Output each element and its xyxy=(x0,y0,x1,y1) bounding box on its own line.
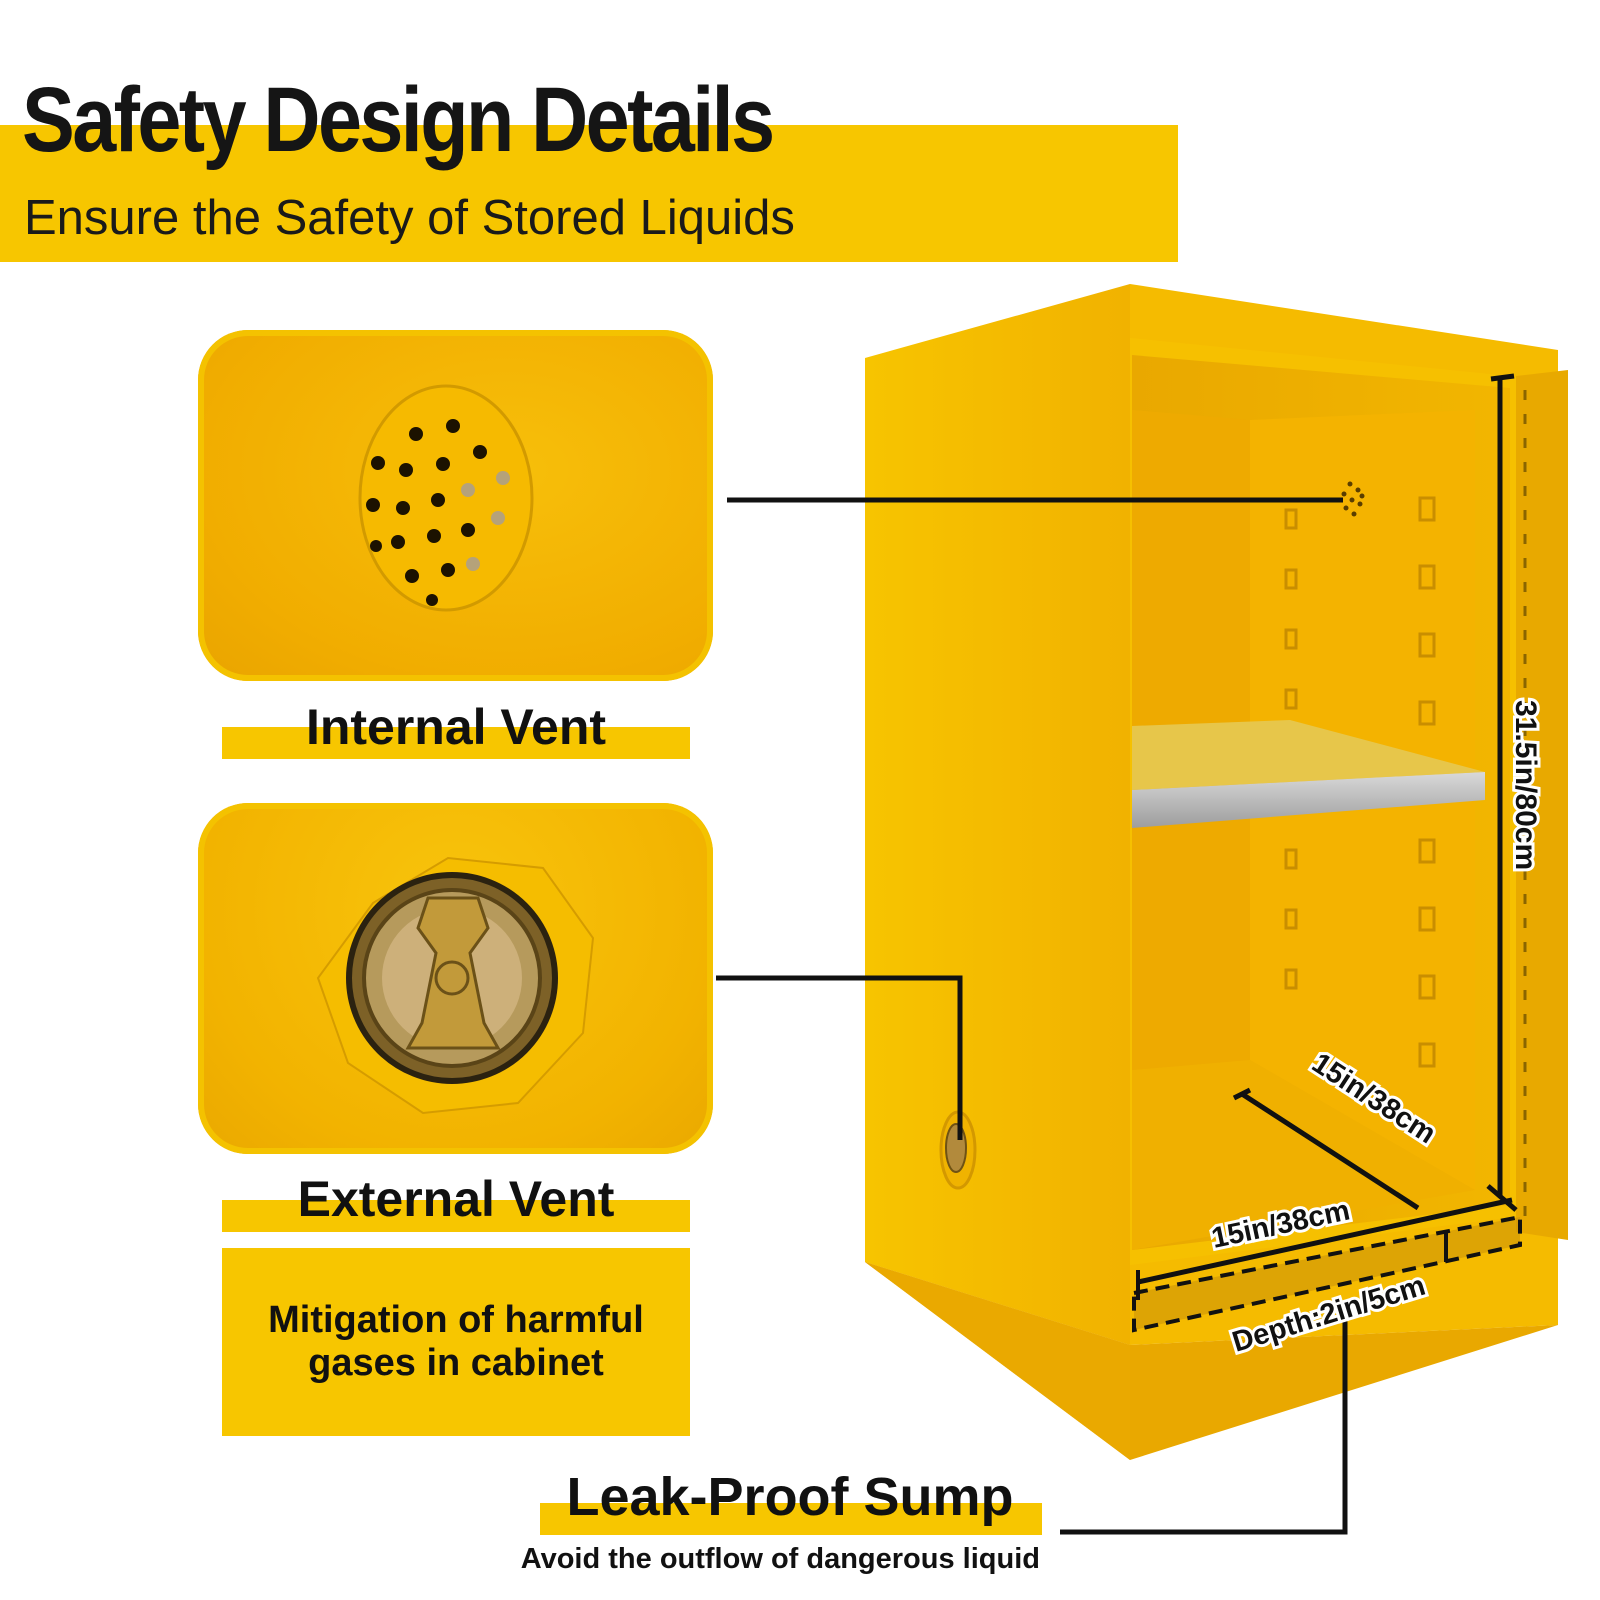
external-vent-label-band xyxy=(222,1200,690,1232)
internal-vent-small xyxy=(1341,481,1365,517)
external-vent-label: External Vent xyxy=(297,1171,615,1227)
external-vent-small xyxy=(939,1110,977,1190)
sump-description: Avoid the outflow of dangerous liquid xyxy=(520,1543,1040,1575)
perforated-vent-icon xyxy=(358,384,534,612)
header-band xyxy=(0,125,1178,262)
sump-outline xyxy=(1132,1214,1522,1333)
cabinet-door-edge xyxy=(1516,370,1568,1240)
internal-vent-label: Internal Vent xyxy=(305,699,607,755)
sump-label-band xyxy=(540,1503,1042,1535)
shelf-clips xyxy=(1284,496,1436,1068)
mitigation-box: Mitigation of harmful gases in cabinet xyxy=(222,1248,690,1436)
cabinet-shelf xyxy=(1132,720,1485,828)
bung-vent-icon xyxy=(316,856,595,1115)
internal-vent-label-band xyxy=(222,727,690,759)
callout-lines xyxy=(716,497,1348,1535)
internal-vent-card xyxy=(198,330,713,681)
dim-height-label: 31.5in/80cm xyxy=(1509,700,1542,870)
sump-title: Leak-Proof Sump xyxy=(566,1467,1014,1527)
page-subtitle: Ensure the Safety of Stored Liquids xyxy=(24,191,795,245)
external-vent-card xyxy=(198,803,713,1154)
page-title: Safety Design Details xyxy=(22,69,775,171)
mitigation-text: Mitigation of harmful gases in cabinet xyxy=(268,1299,644,1384)
dimension-lines xyxy=(1137,373,1518,1285)
